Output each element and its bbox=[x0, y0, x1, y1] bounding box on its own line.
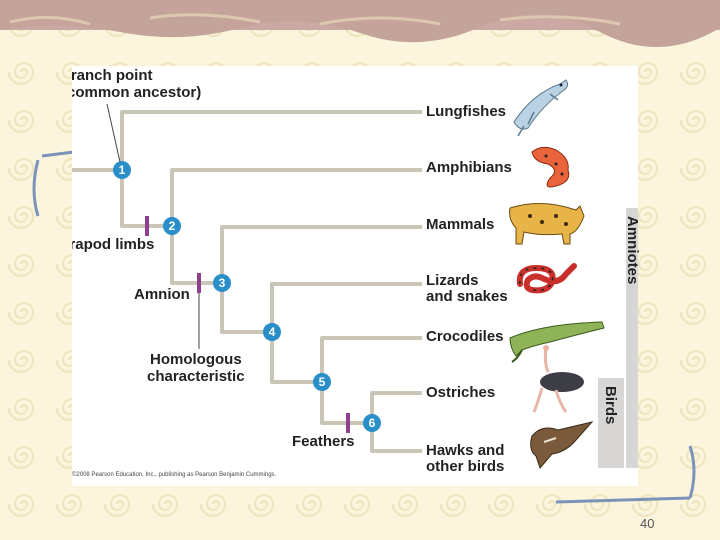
node-label-4: 4 bbox=[269, 325, 276, 339]
salamander-icon bbox=[531, 146, 570, 188]
hawk-icon bbox=[530, 421, 594, 469]
tetrapod-limbs-label: Tetrapod limbs bbox=[72, 236, 155, 253]
branch-node5-node6 bbox=[320, 382, 372, 425]
branch-ostriches bbox=[370, 391, 422, 423]
taxon-lizards-line2: and snakes bbox=[426, 288, 508, 305]
branch-point-label: Branch point bbox=[72, 67, 153, 84]
slide-number: 40 bbox=[640, 516, 655, 531]
node-label-6: 6 bbox=[369, 416, 376, 430]
taxon-lizards-line1: Lizards bbox=[426, 272, 479, 289]
branch-node4-node5 bbox=[270, 332, 322, 384]
taxon-crocodiles: Crocodiles bbox=[426, 328, 504, 345]
taxon-lungfishes: Lungfishes bbox=[426, 103, 507, 120]
branch-lizards bbox=[270, 282, 422, 332]
ostrich-icon bbox=[532, 345, 584, 413]
copyright-note: ©2008 Pearson Education, Inc., publishin… bbox=[72, 472, 277, 478]
taxon-hawks-line2: other birds bbox=[426, 458, 505, 475]
snake-icon bbox=[516, 263, 577, 294]
node-4 bbox=[263, 323, 281, 341]
amniotes-bracket bbox=[626, 208, 638, 468]
branch-lungfishes bbox=[120, 110, 422, 170]
taxon-ostriches: Ostriches bbox=[426, 384, 496, 401]
taxon-amphibians: Amphibians bbox=[426, 159, 512, 176]
common-ancestor-label: (common ancestor) bbox=[72, 84, 202, 101]
branch-crocodiles bbox=[320, 336, 422, 382]
node-1 bbox=[113, 161, 131, 179]
taxon-hawks-line1: Hawks and bbox=[426, 442, 505, 459]
feathers-label: Feathers bbox=[292, 433, 355, 450]
node-label-1: 1 bbox=[119, 163, 126, 177]
node-3 bbox=[213, 274, 231, 292]
amniotes-label: Amniotes bbox=[624, 216, 641, 285]
node-label-3: 3 bbox=[219, 276, 226, 290]
pointer-branch-point bbox=[106, 103, 121, 163]
node-circles bbox=[113, 161, 381, 432]
node-6 bbox=[363, 414, 381, 432]
characteristic-label: characteristic bbox=[147, 368, 245, 385]
amnion-label: Amnion bbox=[134, 286, 190, 303]
node-5 bbox=[313, 373, 331, 391]
taxon-mammals: Mammals bbox=[426, 216, 495, 233]
birds-label: Birds bbox=[602, 386, 619, 425]
node-label-2: 2 bbox=[169, 219, 176, 233]
lungfish-icon bbox=[513, 79, 569, 137]
crocodile-icon bbox=[509, 321, 605, 363]
node-2 bbox=[163, 217, 181, 235]
branch-node3-node4 bbox=[220, 283, 272, 334]
phylogeny-panel: 1 2 3 4 5 6 bbox=[72, 66, 638, 486]
branch-mammals bbox=[220, 225, 422, 283]
branch-node2-node3 bbox=[170, 226, 222, 285]
branch-hawks bbox=[370, 423, 422, 453]
branch-node1-node2 bbox=[120, 170, 172, 228]
phylogenetic-tree: 1 2 3 4 5 6 bbox=[72, 79, 605, 469]
branch-amphibians bbox=[170, 168, 422, 226]
birds-bracket bbox=[598, 378, 624, 468]
node-label-5: 5 bbox=[319, 375, 326, 389]
homologous-label: Homologous bbox=[150, 351, 242, 368]
ocelot-icon bbox=[509, 202, 585, 245]
